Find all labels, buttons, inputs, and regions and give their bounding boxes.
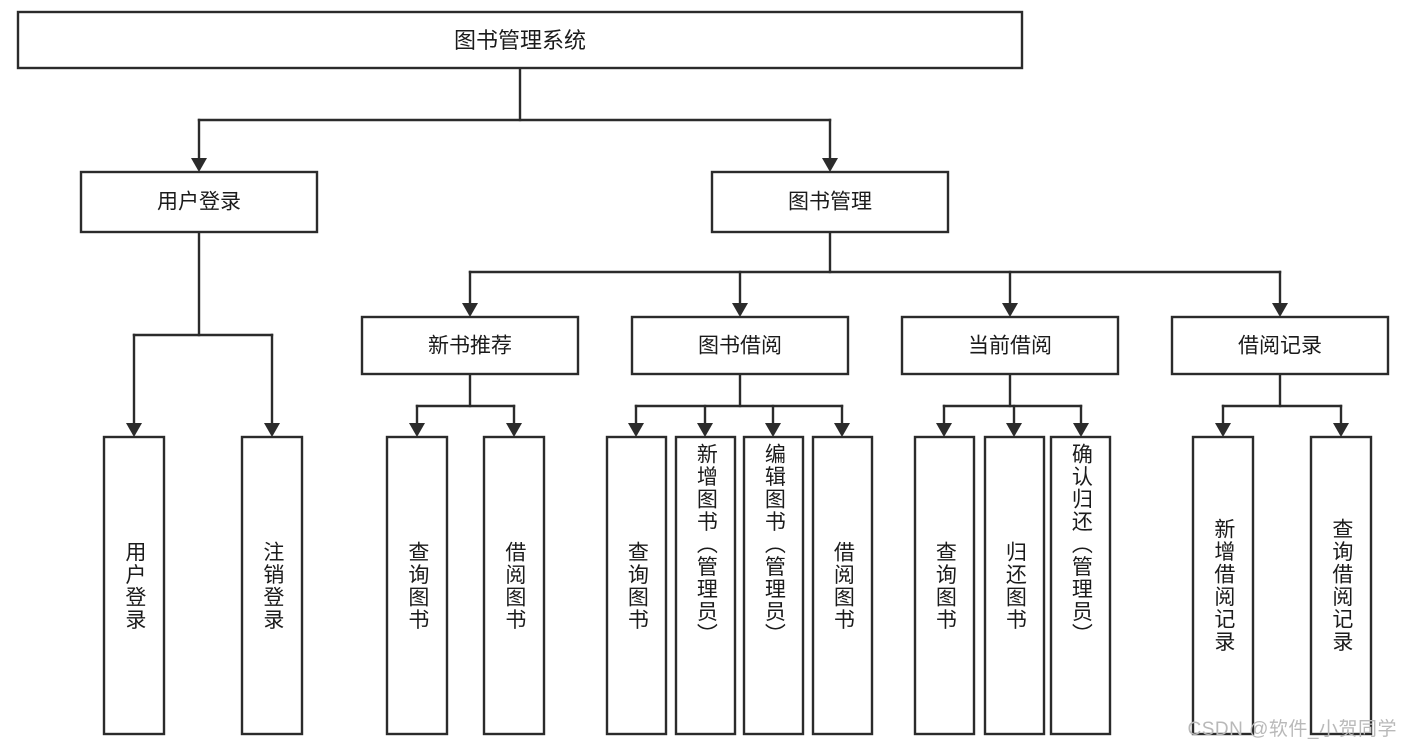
arrow-head-leaf-query-book-1: [409, 423, 425, 437]
arrow-head-new-book-recommend: [462, 303, 478, 317]
node-label-book-management: 图书管理: [788, 191, 872, 214]
arrow-head-borrow-records: [1272, 303, 1288, 317]
node-box-root[interactable]: [16, 10, 1024, 70]
arrow-head-leaf-user-logout: [264, 423, 280, 437]
connector-layer: [126, 66, 1349, 437]
node-label-current-borrow: 当前借阅: [968, 335, 1052, 358]
arrow-head-leaf-user-login: [126, 423, 142, 437]
arrow-head-current-borrow: [1002, 303, 1018, 317]
node-box-leaf-return-book[interactable]: [983, 435, 1046, 736]
arrow-head-leaf-confirm-return-admin: [1073, 423, 1089, 437]
node-box-current-borrow[interactable]: [900, 315, 1120, 376]
node-box-leaf-user-login[interactable]: [102, 435, 166, 736]
node-box-user-login[interactable]: [79, 170, 319, 234]
node-label-root: 图书管理系统: [454, 28, 586, 53]
node-box-new-book-recommend[interactable]: [360, 315, 580, 376]
node-label-user-login: 用户登录: [157, 191, 241, 214]
node-box-leaf-add-borrow-record[interactable]: [1191, 435, 1255, 736]
node-box-leaf-query-book-1[interactable]: [385, 435, 449, 736]
arrow-head-book-borrow: [732, 303, 748, 317]
arrow-head-leaf-query-book-3: [936, 423, 952, 437]
watermark-text: CSDN @软件_小贺同学: [1187, 719, 1397, 740]
arrow-head-user-login: [191, 158, 207, 172]
node-box-leaf-query-borrow-record[interactable]: [1309, 435, 1373, 736]
node-label-borrow-records: 借阅记录: [1238, 335, 1322, 358]
node-box-leaf-query-book-2[interactable]: [605, 435, 668, 736]
arrow-head-book-management: [822, 158, 838, 172]
arrow-head-leaf-edit-book-admin: [765, 423, 781, 437]
node-box-leaf-borrow-book-2[interactable]: [811, 435, 874, 736]
node-box-leaf-edit-book-admin[interactable]: [742, 435, 805, 736]
node-box-book-management[interactable]: [710, 170, 950, 234]
node-label-book-borrow: 图书借阅: [698, 335, 782, 358]
arrow-head-leaf-add-borrow-record: [1215, 423, 1231, 437]
arrow-head-leaf-return-book: [1006, 423, 1022, 437]
arrow-head-leaf-borrow-book-1: [506, 423, 522, 437]
node-box-leaf-borrow-book-1[interactable]: [482, 435, 546, 736]
node-box-leaf-query-book-3[interactable]: [913, 435, 976, 736]
arrow-head-leaf-borrow-book-2: [834, 423, 850, 437]
node-box-borrow-records[interactable]: [1170, 315, 1390, 376]
arrow-head-leaf-query-borrow-record: [1333, 423, 1349, 437]
node-layer: 图书管理系统 用户登录 图书管理 新书推荐 图书借阅 当前借阅 借阅记录: [16, 10, 1390, 736]
node-label-new-book-recommend: 新书推荐: [428, 335, 512, 358]
arrow-head-leaf-query-book-2: [628, 423, 644, 437]
node-box-leaf-confirm-return-admin[interactable]: [1049, 435, 1112, 736]
arrow-head-leaf-add-book-admin: [697, 423, 713, 437]
node-box-leaf-user-logout[interactable]: [240, 435, 304, 736]
node-box-book-borrow[interactable]: [630, 315, 850, 376]
node-box-leaf-add-book-admin[interactable]: [674, 435, 737, 736]
